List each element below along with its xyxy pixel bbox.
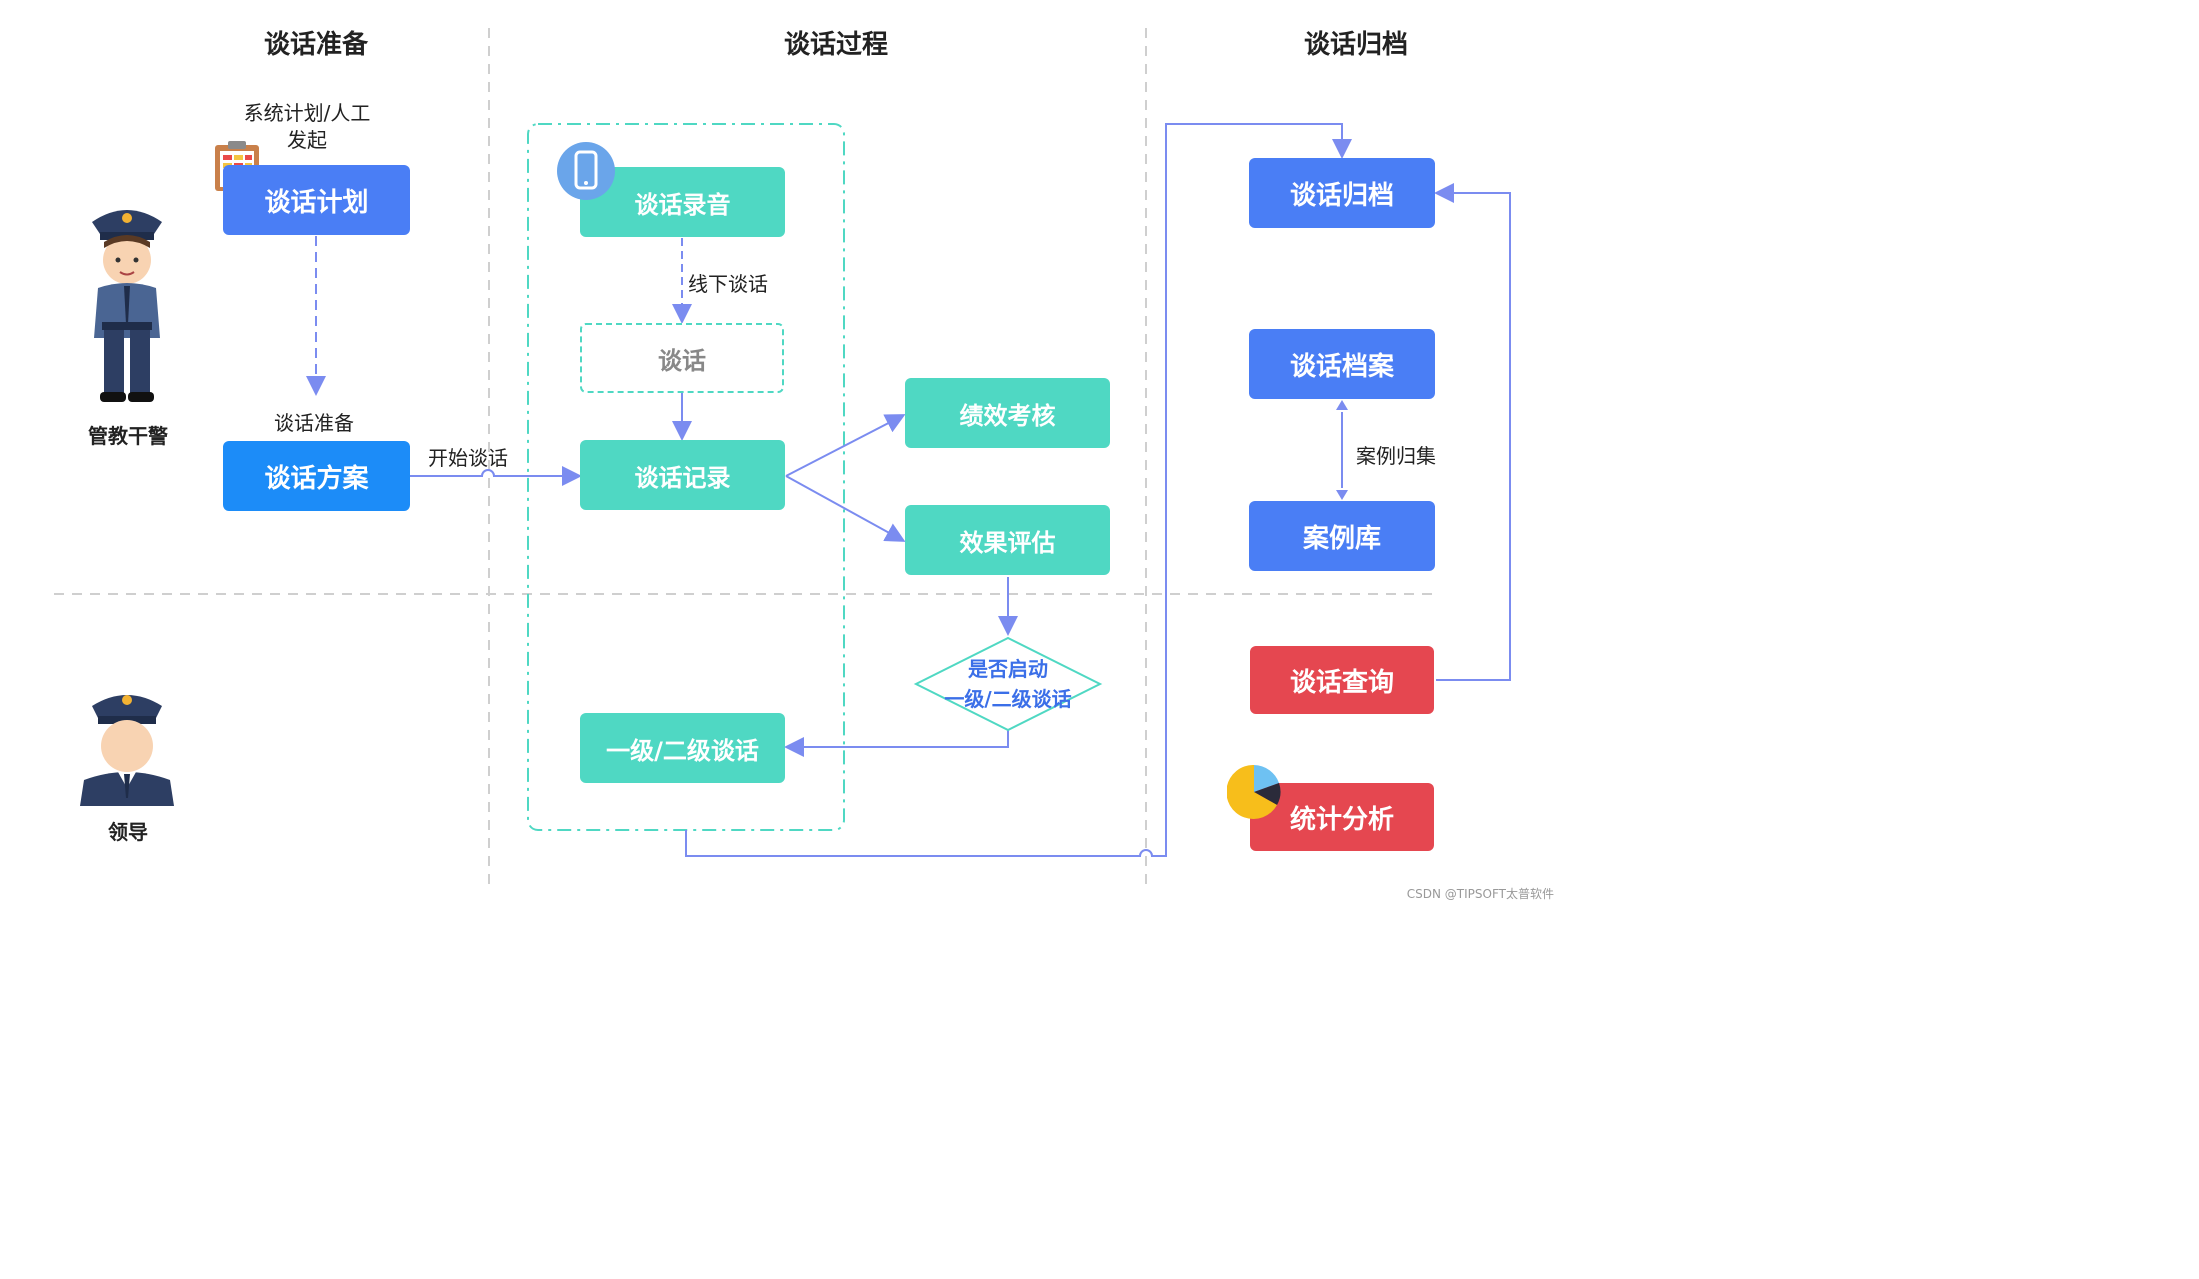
node-decision[interactable]: 是否启动 一级/二级谈话 [944,657,1072,711]
node-talk-query[interactable]: 谈话查询 [1250,646,1434,714]
arrow-scheme-to-record [410,466,582,486]
column-title-prep: 谈话准备 [263,30,368,60]
node-effect-eval[interactable]: 效果评估 [905,505,1110,575]
police-leader-icon [78,684,176,806]
label-offline-talk: 线下谈话 [688,272,768,296]
arrow-record-to-effect [785,475,906,542]
connector-layer [54,28,1511,890]
node-performance[interactable]: 绩效考核 [905,378,1110,448]
node-case-library[interactable]: 案例库 [1249,501,1435,571]
arrow-process-to-archive [685,123,1352,857]
node-talk-archive[interactable]: 谈话归档 [1249,158,1435,228]
decision-diamond [913,636,1103,732]
node-stats[interactable]: 统计分析 [1250,783,1434,851]
node-talk[interactable]: 谈话 [580,323,784,393]
police-officer-icon [84,198,170,408]
watermark: CSDN @TIPSOFT太普软件 [1406,887,1554,901]
arrow-query-to-archive [1434,183,1511,681]
arrow-decision-to-level [784,730,1009,757]
node-talk-plan[interactable]: 谈话计划 [223,165,410,235]
phone-icon [557,142,615,200]
arrow-record-to-performance [785,414,906,477]
column-title-archive: 谈话归档 [1303,30,1408,60]
column-title-process: 谈话过程 [783,30,888,60]
label-start-talk: 开始谈话 [428,446,508,470]
node-talk-scheme[interactable]: 谈话方案 [223,441,410,511]
node-level-talk[interactable]: 一级/二级谈话 [580,713,785,783]
label-system-plan: 系统计划/人工 发起 [243,101,371,152]
node-talk-file[interactable]: 谈话档案 [1249,329,1435,399]
node-talk-record-audio[interactable]: 谈话录音 [580,167,785,237]
pie-chart-icon [1226,764,1281,819]
label-talk-prep: 谈话准备 [274,411,354,435]
role-leader: 领导 [108,820,148,844]
label-case-collect: 案例归集 [1356,444,1436,468]
role-officer: 管教干警 [88,424,168,448]
node-talk-record[interactable]: 谈话记录 [580,440,785,510]
